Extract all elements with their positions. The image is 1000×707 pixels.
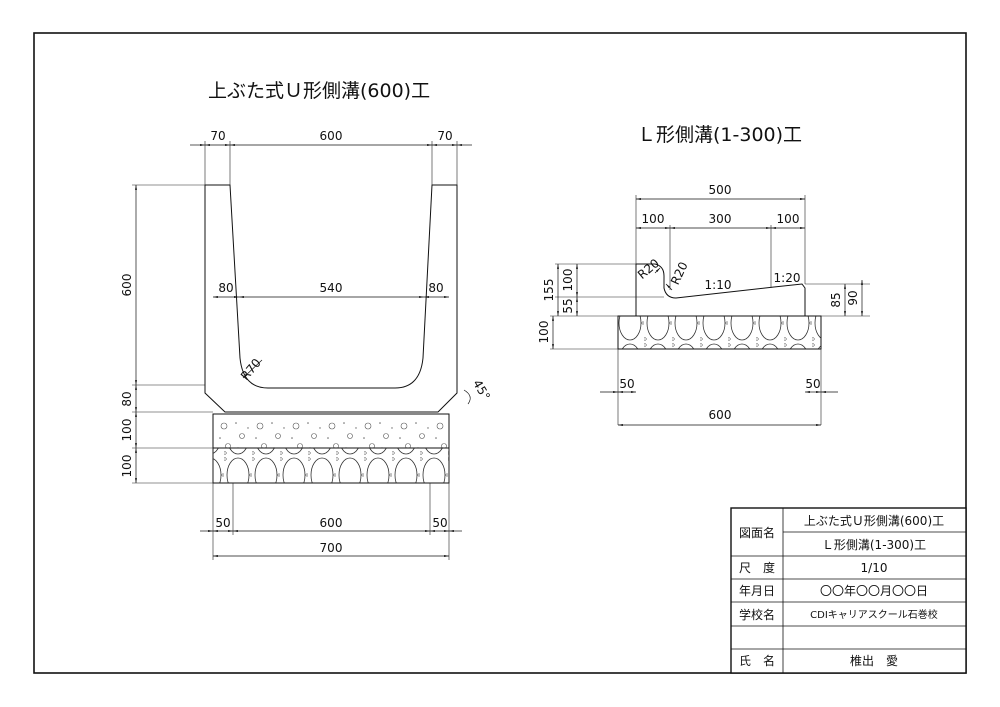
u-dim-top-mid: 600: [320, 129, 343, 143]
u-dim-top-left: 70: [210, 129, 225, 143]
l-ditch-body: [635, 263, 806, 317]
l-dim-bottom-total: 600: [709, 408, 732, 422]
tb-name-value: 椎出 愛: [850, 653, 898, 668]
u-dim-bottom-left: 50: [215, 516, 230, 530]
l-dim-r-right: R20: [668, 260, 691, 287]
tb-date-value: 〇〇年〇〇月〇〇日: [820, 584, 928, 598]
tb-drawing-name-label: 図面名: [739, 525, 775, 540]
l-dim-left-100: 100: [561, 269, 575, 292]
l-dim-bottom-right: 50: [805, 377, 820, 391]
l-ditch-drawing: Ｌ形側溝(1-300)工: [537, 124, 870, 426]
u-ditch-title: 上ぶた式Ｕ形側溝(600)工: [208, 80, 430, 102]
l-dim-left-base: 100: [537, 321, 551, 344]
l-dim-r-left: R20: [635, 256, 662, 282]
tb-school-label: 学校名: [739, 607, 775, 622]
u-dim-left-100a: 100: [120, 419, 134, 442]
u-dim-inner-left: 80: [218, 281, 233, 295]
u-ditch-gravel-base: [212, 447, 450, 484]
u-dim-inner-right: 80: [428, 281, 443, 295]
tb-scale-value: 1/10: [861, 561, 888, 575]
l-dim-right-85: 85: [829, 292, 843, 307]
l-dim-right-90: 90: [846, 290, 860, 305]
u-ditch-drawing: 上ぶた式Ｕ形側溝(600)工: [120, 80, 493, 560]
l-ditch-gravel-base: [617, 315, 822, 350]
tb-drawing-name-1: 上ぶた式Ｕ形側溝(600)工: [804, 514, 944, 528]
l-dim-left-155: 155: [542, 279, 556, 302]
l-dim-top-right: 100: [777, 212, 800, 226]
l-dim-top-mid: 300: [709, 212, 732, 226]
u-dim-inner-mid: 540: [320, 281, 343, 295]
tb-scale-label: 尺 度: [739, 560, 775, 575]
u-ditch-concrete-base: [212, 413, 450, 449]
u-dim-fillet: R70: [238, 356, 264, 383]
l-dim-top-total: 500: [709, 183, 732, 197]
u-dim-bottom-total: 700: [320, 541, 343, 555]
tb-name-label: 氏 名: [739, 653, 775, 668]
l-dim-slope-2: 1:20: [774, 271, 801, 285]
u-dim-left-80: 80: [120, 391, 134, 406]
tb-school-value: CDIキャリアスクール石巻校: [810, 608, 938, 621]
u-dim-bottom-right: 50: [432, 516, 447, 530]
sheet-border: [33, 32, 967, 674]
u-dim-left-100b: 100: [120, 455, 134, 478]
u-dim-chamfer: 45°: [470, 377, 493, 402]
u-dim-bottom-mid: 600: [320, 516, 343, 530]
l-dim-bottom-left: 50: [619, 377, 634, 391]
tb-drawing-name-2: Ｌ形側溝(1-300)工: [822, 538, 926, 552]
l-dim-left-55: 55: [561, 298, 575, 313]
title-block: 図面名 上ぶた式Ｕ形側溝(600)工 Ｌ形側溝(1-300)工 尺 度 1/10…: [730, 507, 967, 674]
tb-date-label: 年月日: [739, 584, 775, 598]
l-dim-slope-1: 1:10: [705, 278, 732, 292]
u-dim-height: 600: [120, 274, 134, 297]
l-dim-top-left: 100: [642, 212, 665, 226]
l-ditch-title: Ｌ形側溝(1-300)工: [637, 124, 802, 146]
u-dim-top-right: 70: [437, 129, 452, 143]
